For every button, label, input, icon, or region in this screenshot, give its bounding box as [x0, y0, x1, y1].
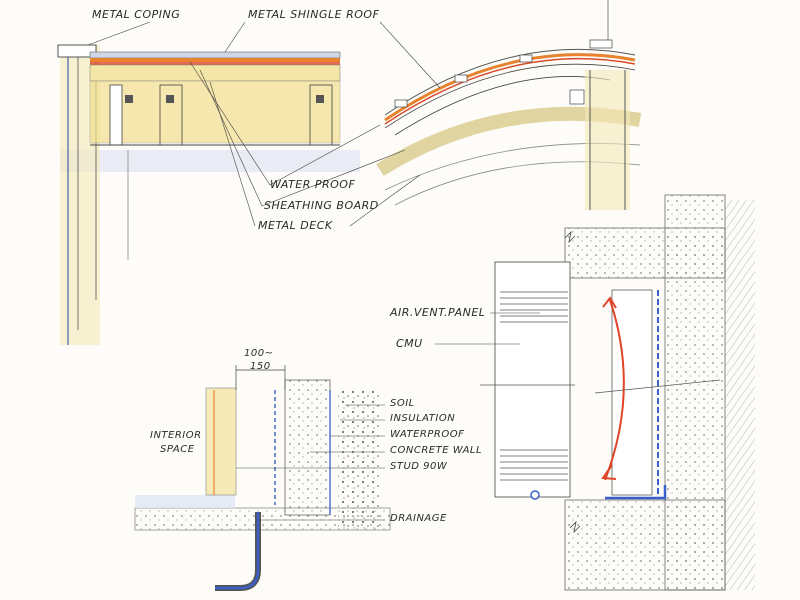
label-dimension-top: 100~	[244, 348, 274, 359]
label-insulation: INSULATION	[390, 413, 456, 424]
cmu-vent-detail	[435, 194, 755, 591]
label-stud: STUD 90W	[390, 461, 448, 472]
label-metal-deck: METAL DECK	[258, 219, 333, 232]
label-soil: SOIL	[390, 398, 415, 409]
label-sheathing-board: SHEATHING BOARD	[264, 199, 379, 212]
label-drainage: DRAINAGE	[390, 513, 447, 524]
label-cmu: CMU	[396, 337, 423, 350]
label-interior-space-2: SPACE	[160, 444, 195, 455]
flat-roof-detail	[57, 44, 360, 345]
label-waterproof: WATERPROOF	[390, 429, 465, 440]
label-interior-space-1: INTERIOR	[150, 430, 202, 441]
curved-roof-detail	[376, 0, 642, 210]
vent-louvers	[500, 291, 568, 481]
roof-leader-lines	[87, 21, 441, 227]
label-air-vent-panel: AIR.VENT.PANEL	[390, 306, 486, 319]
label-dimension-bottom: 150	[250, 361, 271, 372]
label-metal-coping: METAL COPING	[92, 8, 181, 21]
label-water-proof: WATER PROOF	[270, 178, 356, 191]
foundation-wall-detail	[134, 365, 391, 591]
label-concrete-wall: CONCRETE WALL	[390, 445, 483, 456]
label-metal-shingle-roof: METAL SHINGLE ROOF	[248, 8, 380, 21]
